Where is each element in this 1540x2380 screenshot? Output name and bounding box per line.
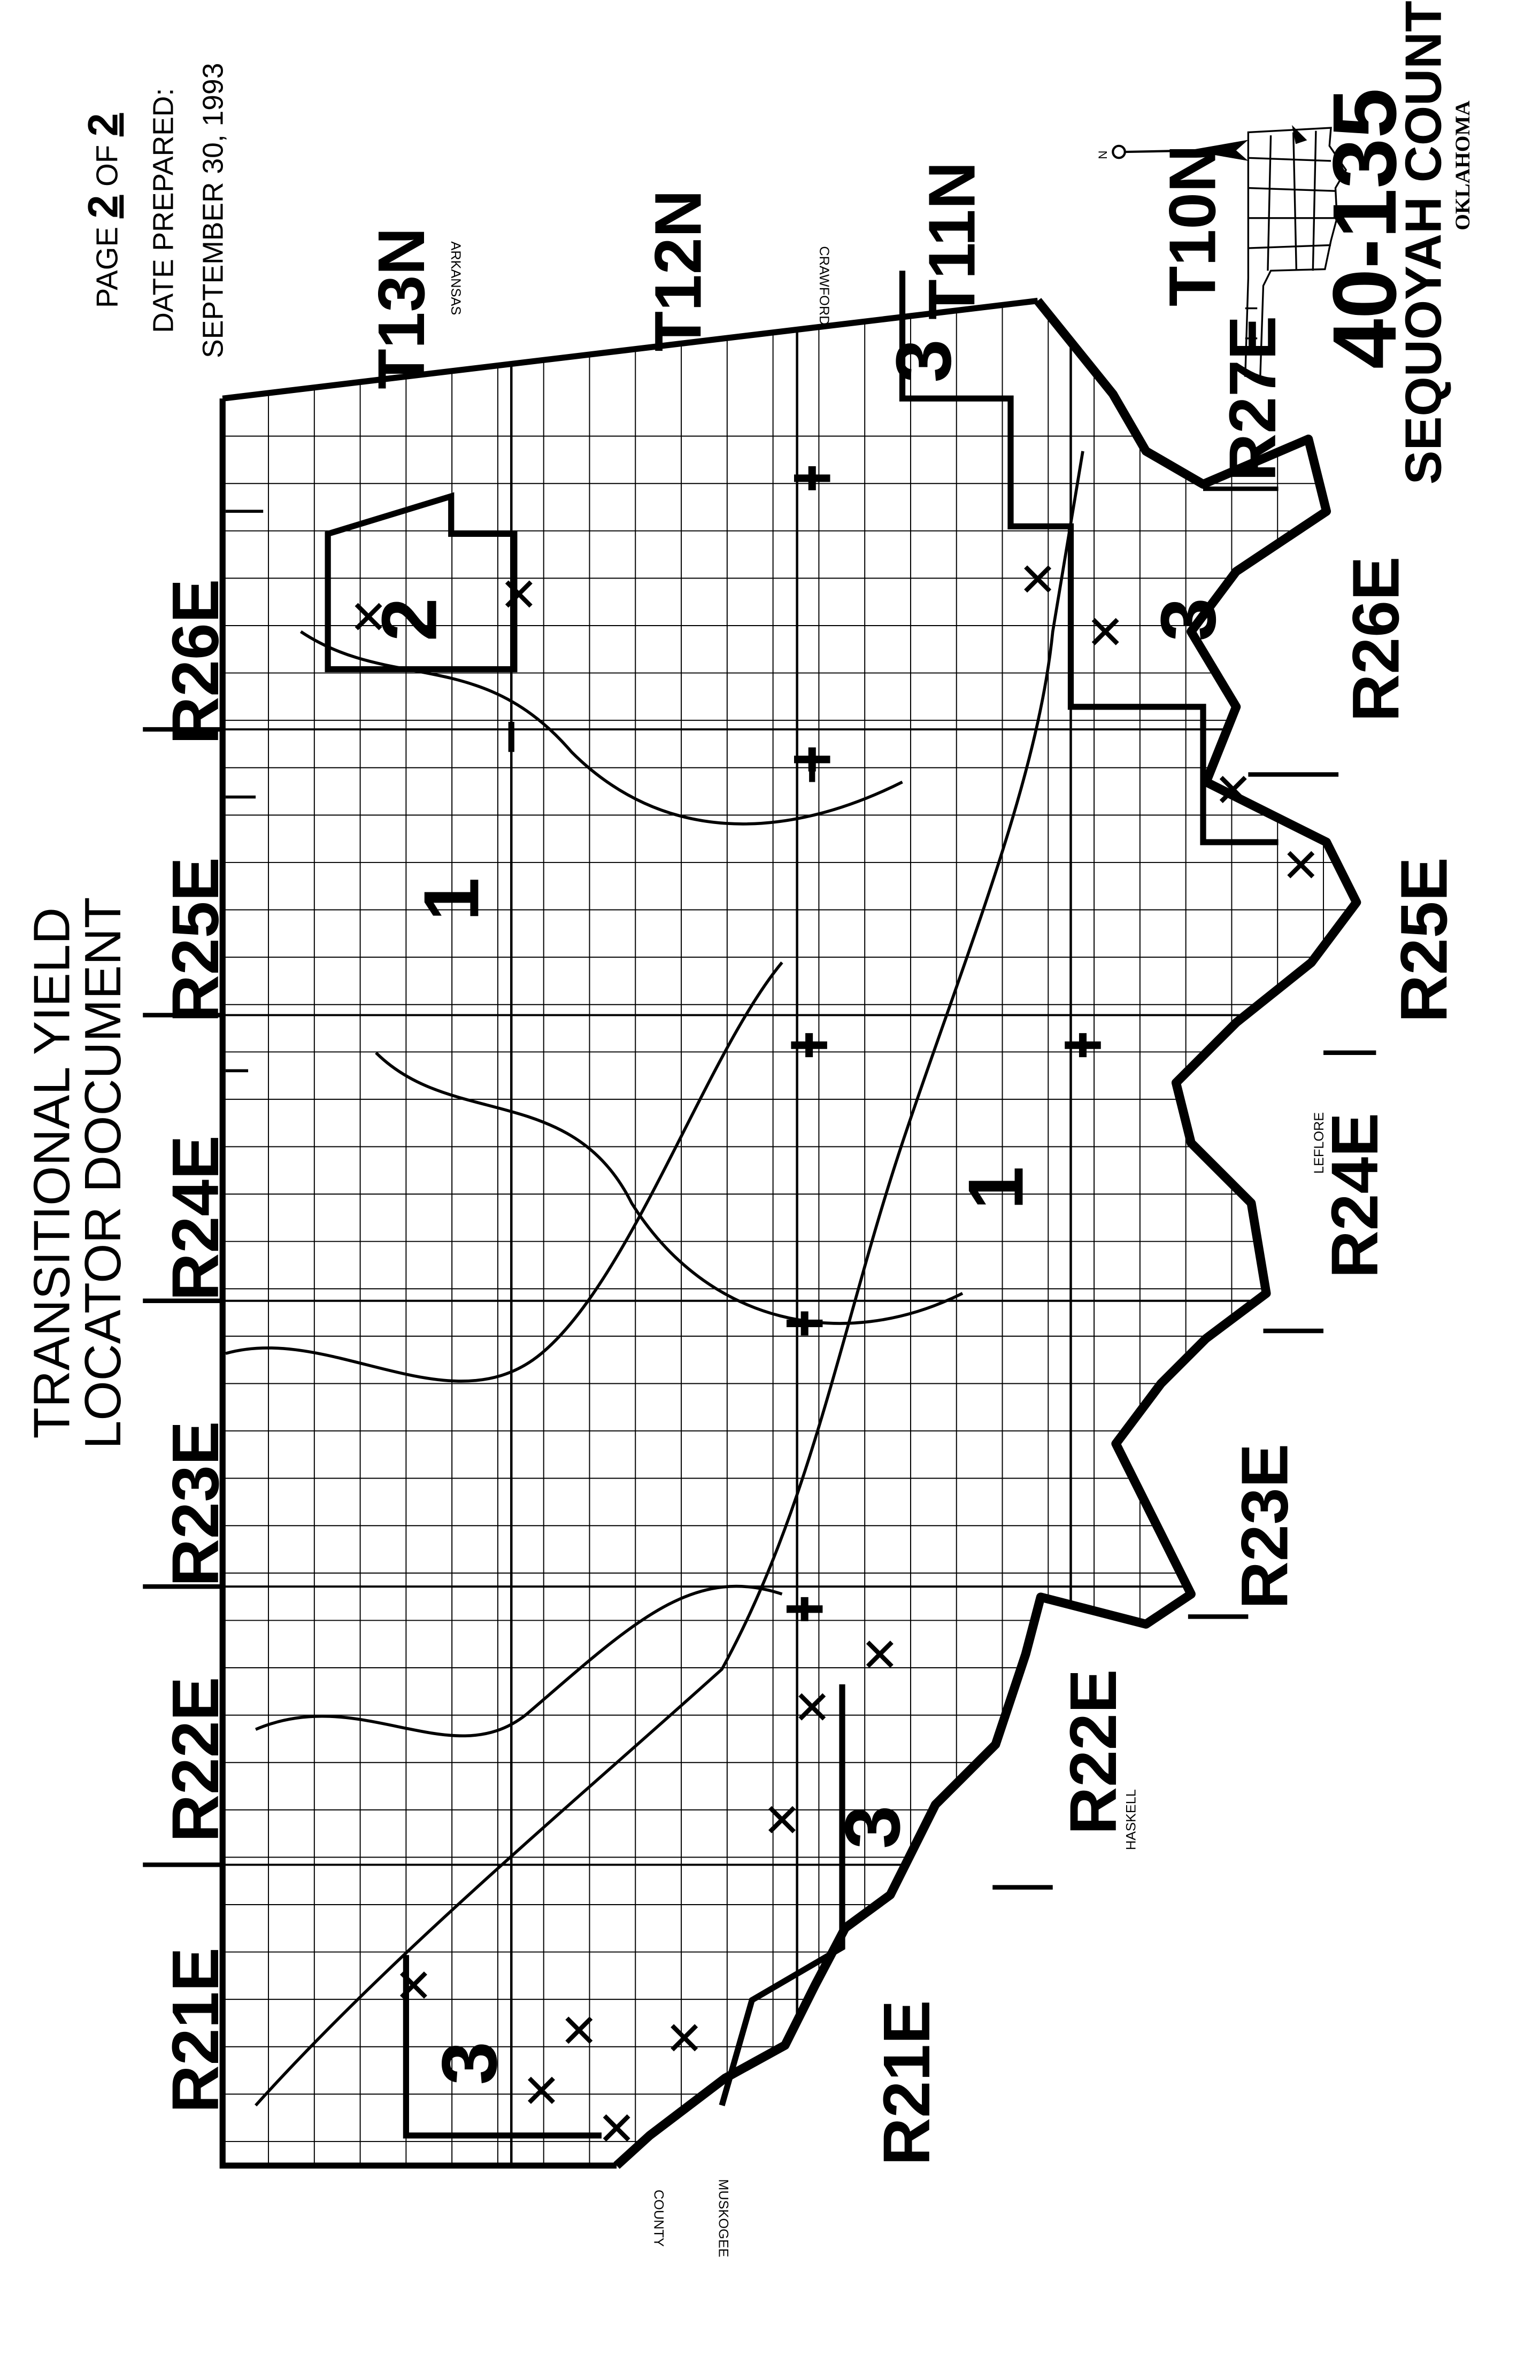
- road: [255, 1584, 783, 1738]
- county-name: SEQUOYAH COUNTY: [1395, 0, 1452, 484]
- range-label-left: R26E: [159, 579, 233, 745]
- range-label-right: R23E: [1228, 1444, 1302, 1609]
- road: [299, 630, 903, 826]
- township-label: T12N: [642, 190, 715, 352]
- zone-number: 2: [366, 598, 453, 641]
- x-mark-icon: [505, 580, 533, 608]
- roads: [225, 451, 1084, 2107]
- zone-marks: [355, 466, 1315, 2142]
- title-line-1: TRANSITIONAL YIELD: [23, 907, 80, 1439]
- page-indicator: PAGE 2 OF 2: [79, 113, 126, 308]
- x-mark-icon: [768, 1806, 796, 1834]
- plus-mark-icon: [794, 747, 830, 772]
- zone-boundary: [899, 271, 1279, 845]
- zone-number: 3: [426, 2042, 513, 2085]
- x-mark-icon: [1219, 776, 1247, 804]
- township-label: T11N: [915, 161, 989, 320]
- x-mark-icon: [798, 1693, 826, 1721]
- road: [375, 1051, 964, 1325]
- road: [225, 961, 783, 1383]
- page-total: 2: [79, 113, 126, 136]
- date-value: SEPTEMBER 30, 1993: [197, 63, 229, 358]
- x-mark-icon: [528, 2076, 555, 2104]
- zone-boundary: [403, 1955, 602, 2139]
- x-mark-icon: [355, 603, 382, 630]
- range-label-right: R21E: [870, 2000, 944, 2166]
- svg-text:PAGE 2 OF 2: PAGE 2 OF 2: [79, 113, 126, 308]
- plus-mark-icon: [1065, 1033, 1101, 1058]
- zone-number: 1: [407, 877, 495, 921]
- zone-number: 1: [952, 1166, 1039, 1210]
- north-label: N: [1096, 151, 1110, 159]
- township-label: T10N: [1156, 145, 1229, 307]
- county-code: 40-135: [1314, 88, 1415, 369]
- range-label-right: R22E: [1057, 1669, 1130, 1835]
- arkansas-river: [613, 298, 1361, 2169]
- zone-boundary: [508, 721, 815, 782]
- plus-mark-icon: [786, 1597, 823, 1621]
- zone-boundary: [325, 492, 518, 673]
- plus-mark-icon: [794, 466, 830, 490]
- range-label-left: R21E: [159, 1947, 233, 2113]
- x-mark-icon: [603, 2114, 630, 2142]
- adjacent-label: CRAWFORD: [817, 246, 831, 325]
- range-label-left: R24E: [159, 1135, 233, 1301]
- range-ticks: [143, 486, 1376, 1890]
- x-mark-icon: [671, 2024, 698, 2052]
- range-label-right: R27E: [1216, 316, 1290, 482]
- title-line-2: LOCATOR DOCUMENT: [74, 897, 132, 1449]
- township-label: T13N: [365, 227, 438, 389]
- x-mark-icon: [1287, 851, 1315, 879]
- page-prefix: PAGE: [90, 227, 124, 308]
- page-number: 2: [79, 195, 126, 219]
- state-locator-map-icon: [1244, 125, 1348, 377]
- zone-number: 3: [829, 1805, 916, 1848]
- zone-boundaries: [325, 271, 1279, 2139]
- range-label-left: R25E: [159, 857, 233, 1023]
- north-arrow-icon: N: [1096, 140, 1249, 161]
- x-mark-icon: [1024, 565, 1052, 593]
- range-label-left: R22E: [159, 1677, 233, 1843]
- state-name: OKLAHOMA: [1451, 100, 1474, 230]
- zone-number: 3: [1144, 598, 1231, 641]
- x-mark-icon: [1091, 618, 1119, 645]
- adjacent-label: MUSKOGEE: [715, 2179, 730, 2257]
- x-mark-icon: [565, 2016, 593, 2044]
- range-label-right: R26E: [1339, 557, 1413, 722]
- zone-boundary: [719, 1684, 845, 2106]
- range-label-right: R24E: [1318, 1113, 1392, 1278]
- date-label: DATE PREPARED:: [148, 88, 179, 333]
- x-mark-icon: [866, 1640, 894, 1668]
- range-label-right: R25E: [1388, 857, 1461, 1023]
- x-mark-icon: [399, 1971, 427, 1999]
- range-label-left: R23E: [159, 1421, 233, 1587]
- zone-number: 3: [880, 339, 967, 382]
- adjacent-label: LEFLORE: [1312, 1112, 1327, 1174]
- adjacent-label: COUNTY: [651, 2190, 666, 2247]
- county-map: [143, 271, 1376, 2169]
- adjacent-label: HASKELL: [1123, 1789, 1138, 1850]
- road: [255, 451, 1084, 2107]
- page-of: OF: [90, 145, 124, 187]
- section-grid: [222, 301, 1357, 2166]
- plus-mark-icon: [791, 1033, 827, 1058]
- plus-mark-icon: [786, 1311, 823, 1336]
- adjacent-label: ARKANSAS: [448, 241, 463, 315]
